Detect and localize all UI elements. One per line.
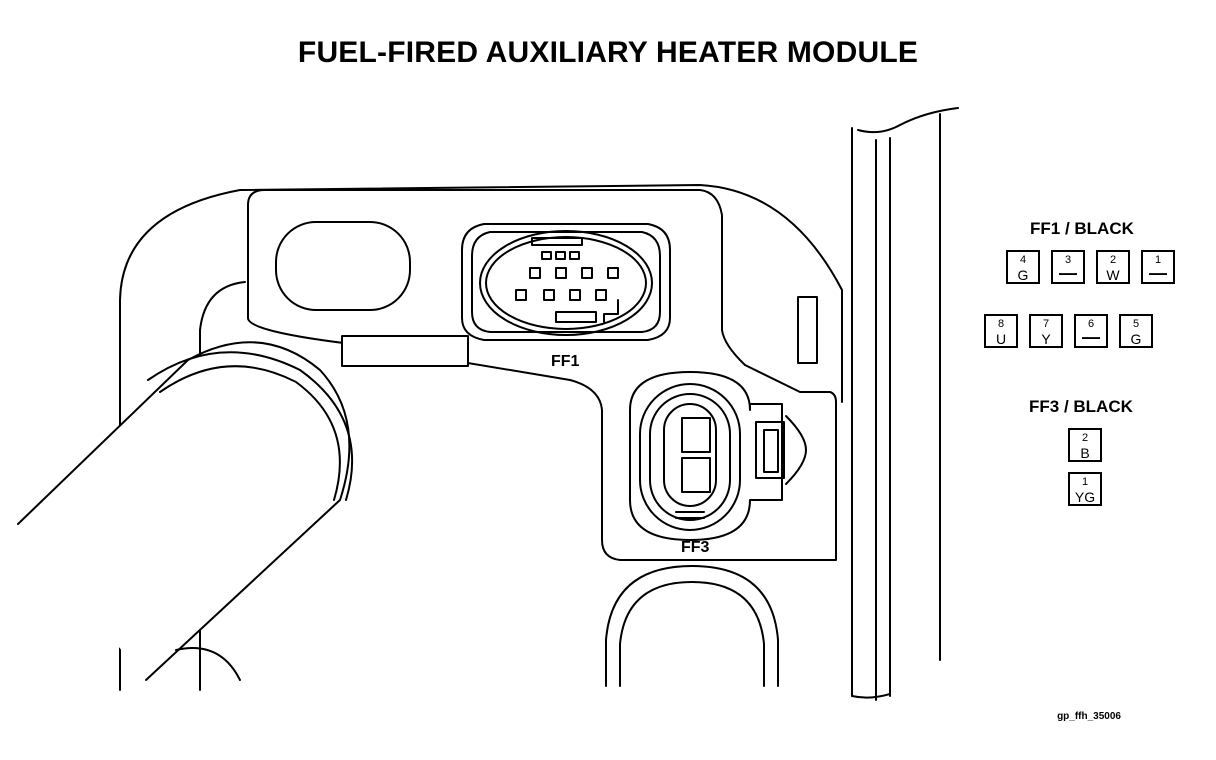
pin-number: 6: [1087, 318, 1095, 330]
bracket-tab: [341, 335, 469, 367]
pin-color: G: [1017, 267, 1029, 283]
ff1-pin-7: 7 Y: [1029, 314, 1063, 348]
housing-inner-outline: [199, 281, 246, 691]
pin-color: —: [1059, 263, 1077, 283]
ff3-pin-2: 2 B: [1068, 428, 1102, 462]
ff1-pin-5: 5 G: [1119, 314, 1153, 348]
ff1-pin-1: 1 —: [1141, 250, 1175, 284]
pin-color: B: [1080, 445, 1090, 461]
pipe-lower-edge: [175, 647, 241, 681]
pin-number: 5: [1132, 318, 1140, 330]
pin-color: —: [1149, 263, 1167, 283]
pin-number: 8: [997, 318, 1005, 330]
pin-number: 1: [1154, 254, 1162, 266]
ff1-connector: [461, 223, 671, 341]
pin-number: 4: [1019, 254, 1027, 266]
slot-opening: [797, 296, 818, 364]
pin-number: 2: [1109, 254, 1117, 266]
rail-break-top: [857, 107, 959, 134]
pipe-end-rim-outer: [147, 351, 354, 501]
housing-outer-outline: [119, 184, 843, 691]
rail-break-bottom: [851, 693, 891, 699]
ff1-pin-2: 2 W: [1096, 250, 1130, 284]
pin-color: —: [1082, 327, 1100, 347]
pin-color: G: [1130, 331, 1142, 347]
ff3-connector: [629, 371, 807, 541]
pipe-end-rim-inner: [159, 365, 341, 501]
ff3-pinout-title: FF3 / BLACK: [1029, 397, 1133, 416]
oval-recess: [275, 221, 411, 311]
pin-number: 3: [1064, 254, 1072, 266]
ff3-pin-1: 1 YG: [1068, 472, 1102, 506]
ff1-pin-6: 6 —: [1074, 314, 1108, 348]
page-title: FUEL-FIRED AUXILIARY HEATER MODULE: [297, 36, 919, 69]
pin-number: 2: [1081, 432, 1089, 444]
lower-opening-outer: [605, 565, 779, 687]
lower-opening-inner: [619, 581, 765, 687]
pin-color: YG: [1074, 489, 1096, 505]
figure-reference: gp_ffh_35006: [1057, 711, 1121, 722]
ff1-pin-8: 8 U: [984, 314, 1018, 348]
ff1-view-label: FF1: [551, 353, 580, 370]
ff1-pinout-title: FF1 / BLACK: [1030, 219, 1134, 238]
pin-color: Y: [1041, 331, 1051, 347]
pipe-body: [17, 341, 351, 681]
ff1-pin-3: 3 —: [1051, 250, 1085, 284]
pin-number: 1: [1081, 476, 1089, 488]
pin-color: W: [1106, 267, 1120, 283]
ff1-pin-4: 4 G: [1006, 250, 1040, 284]
ff3-view-label: FF3: [681, 539, 710, 556]
pin-number: 7: [1042, 318, 1050, 330]
pin-color: U: [995, 331, 1007, 347]
